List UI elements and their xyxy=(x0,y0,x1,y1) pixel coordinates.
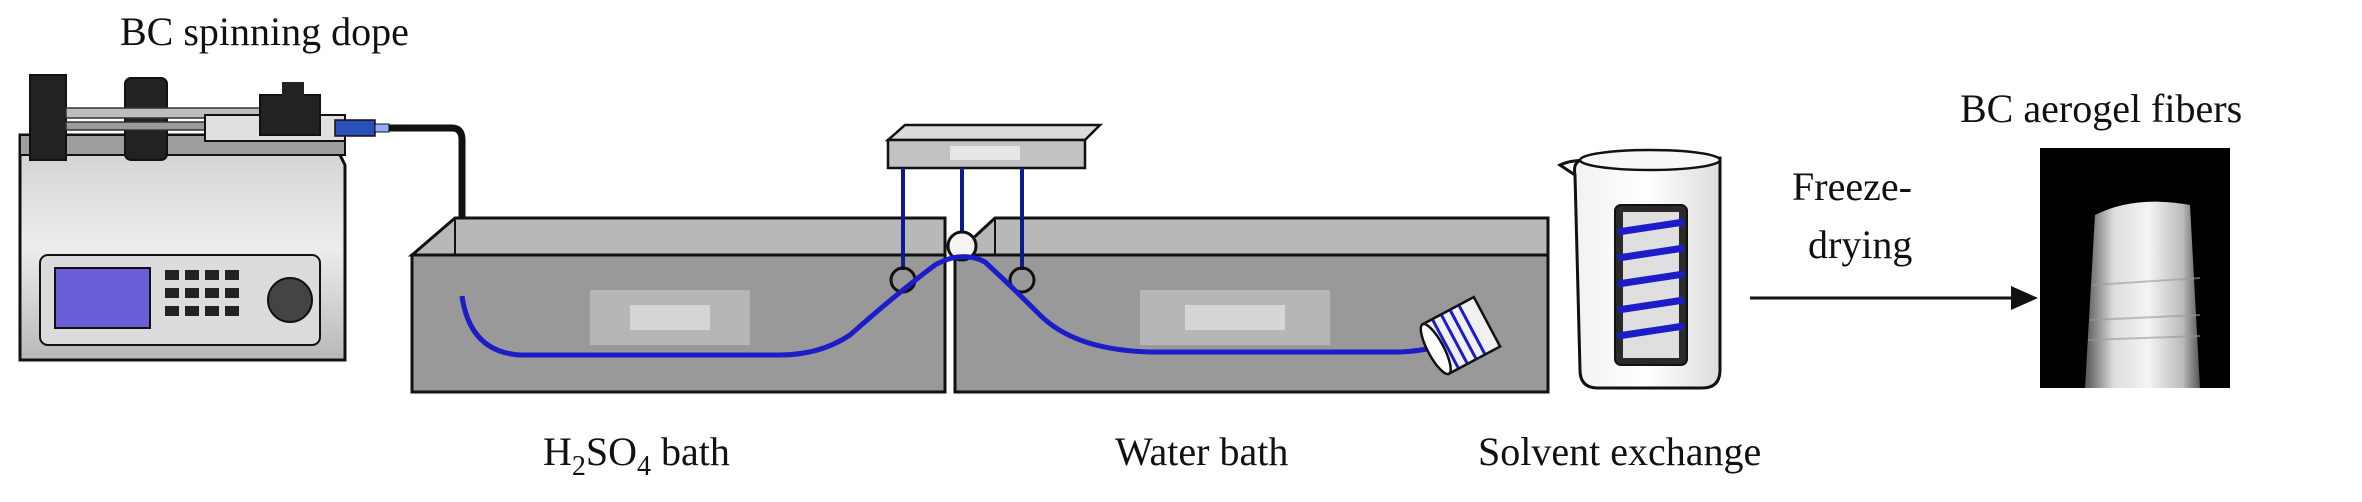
syringe-nozzle xyxy=(334,119,376,137)
label-solvent-exchange: Solvent exchange xyxy=(1478,429,1761,474)
solvent-exchange-beaker xyxy=(1557,148,1722,390)
guide-roller-top xyxy=(946,230,978,262)
guide-roller-frame xyxy=(884,123,1104,294)
label-acid-bath: H2SO4 bath xyxy=(543,429,730,482)
pump-control-panel xyxy=(39,254,321,346)
pump-carriage xyxy=(124,77,168,161)
aerogel-fiber-photo xyxy=(2040,148,2230,388)
pump-knob xyxy=(267,277,313,323)
pump-screen xyxy=(54,267,151,329)
label-water-bath: Water bath xyxy=(1115,429,1288,474)
collection-spool xyxy=(1419,295,1502,376)
spun-fiber xyxy=(459,254,1457,358)
label-freeze-line2: drying xyxy=(1808,222,1912,267)
acid-bath xyxy=(407,216,947,394)
label-spinning-dope: BC spinning dope xyxy=(120,9,409,54)
guide-roller-right xyxy=(1008,266,1036,294)
label-aerogel-fibers: BC aerogel fibers xyxy=(1960,86,2242,131)
label-freeze-line1: Freeze- xyxy=(1792,164,1912,209)
syringe-pump xyxy=(18,74,390,362)
pump-pusher-block xyxy=(29,74,67,161)
feed-tube xyxy=(389,124,466,288)
water-bath xyxy=(951,216,1550,394)
